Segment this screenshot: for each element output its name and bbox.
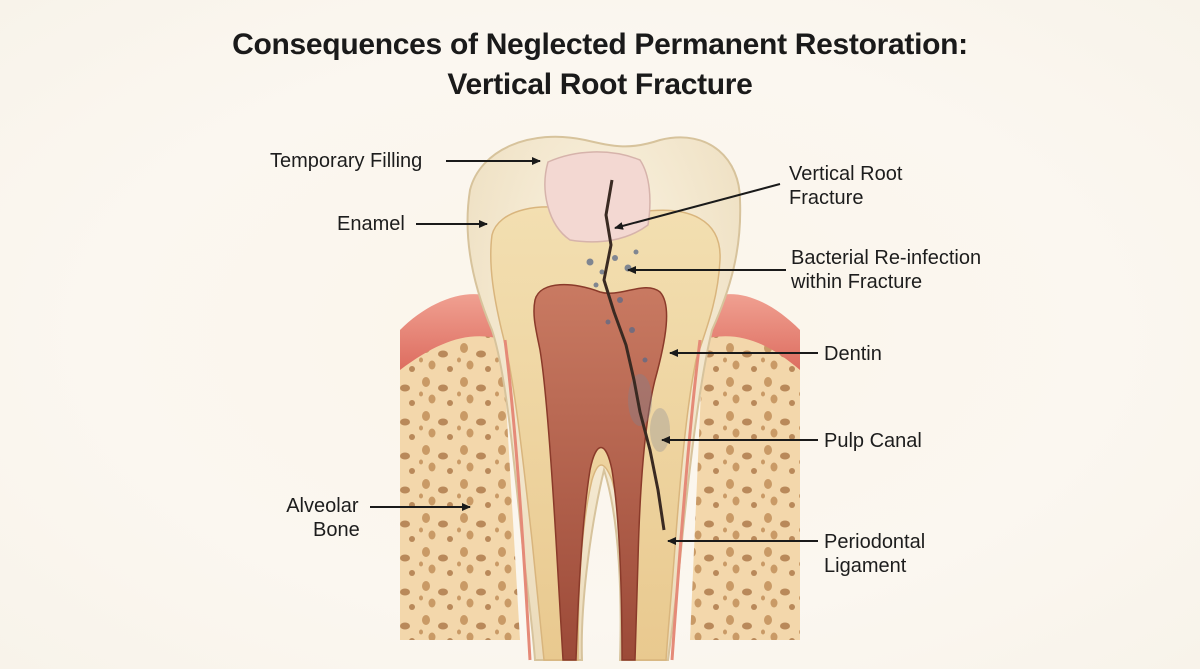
label-enamel: Enamel [337,213,405,235]
label-bacterial-reinfection: Bacterial Re-infection within Fracture [791,246,981,294]
label-periodontal-ligament-line-1: Periodontal [824,531,926,553]
alveolar-bone-left [400,294,520,640]
label-pulp-canal: Pulp Canal [824,430,922,452]
label-alveolar-bone-line-1: Alveolar [286,495,359,517]
label-dentin: Dentin [824,343,882,365]
label-vertical-root-fracture: Vertical Root Fracture [789,162,902,210]
label-vertical-root-fracture-line-2: Fracture [789,187,864,209]
label-periodontal-ligament-line-2: Ligament [824,555,907,577]
label-bacterial-reinfection-line-1: Bacterial Re-infection [791,247,982,269]
label-periodontal-ligament: Periodontal Ligament [824,530,925,578]
temporary-filling [544,151,651,243]
label-bacterial-reinfection-line-2: within Fracture [791,271,923,293]
periodontal-ligament [503,339,702,661]
leader-vertical-root-fracture [614,183,781,230]
fracture-line [602,179,666,531]
label-temporary-filling: Temporary Filling [270,150,423,172]
alveolar-bone-right [690,294,800,640]
label-alveolar-bone: Alveolar Bone [285,494,360,542]
leader-lines [370,157,818,545]
diagram-title-line-1: Consequences of Neglected Permanent Rest… [232,28,968,61]
label-vertical-root-fracture-line-1: Vertical Root [789,163,903,185]
diagram-title-line-2: Vertical Root Fracture [447,68,753,101]
label-alveolar-bone-line-2: Bone [313,519,360,541]
